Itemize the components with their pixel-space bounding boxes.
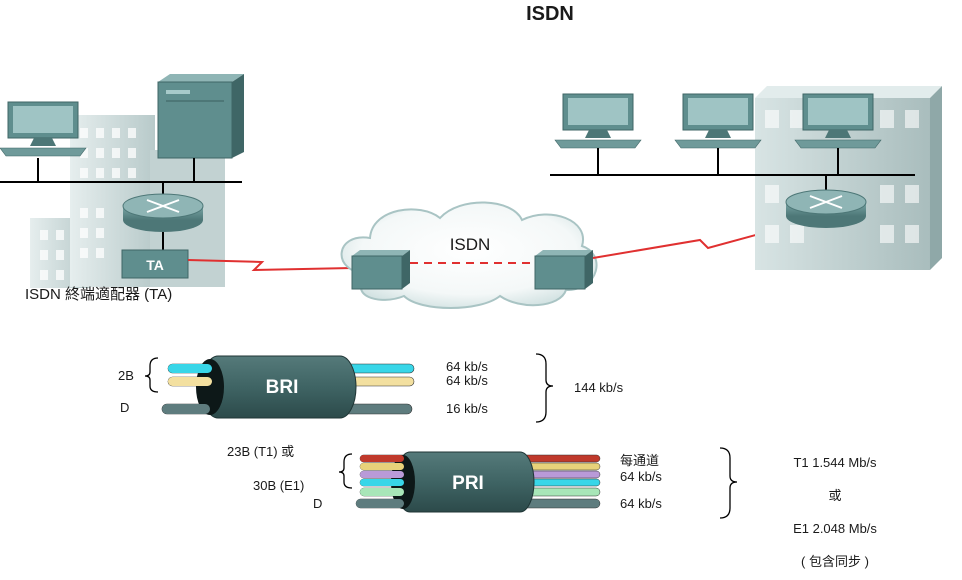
ta-caption: ISDN 終端適配器 (TA): [25, 285, 172, 303]
bri-cable-label: BRI: [266, 377, 299, 398]
pri-group-label-t1: 23B (T1) 或: [227, 444, 294, 459]
ta-device: TA: [121, 249, 189, 279]
bri-rate-d: 16 kb/s: [446, 401, 488, 416]
pri-group-label-e1: 30B (E1): [253, 478, 304, 493]
pri-wire-d-stub: [356, 499, 404, 508]
bri-wire-b1-stub: [168, 364, 212, 373]
pri-group-bracket: [338, 453, 353, 489]
pri-rate-d: 64 kb/s: [620, 496, 662, 511]
bri-rate-b2: 64 kb/s: [446, 373, 488, 388]
bri-total-bracket: [535, 353, 554, 423]
bri-group-label: 2B: [118, 368, 134, 383]
bri-d-label: D: [120, 400, 129, 415]
right-pc-3: [794, 93, 882, 149]
cloud-label: ISDN: [450, 235, 491, 254]
pri-or-label: 或: [828, 488, 841, 503]
left-pc: [0, 101, 87, 157]
left-server: [157, 74, 244, 159]
pri-d-label: D: [313, 496, 322, 511]
left-site: TA ISDN 終端適配器 (TA): [0, 74, 244, 303]
pri-rate-per-channel: 每通道: [620, 453, 659, 468]
right-site: [550, 86, 942, 270]
pri-rate-b: 64 kb/s: [620, 469, 662, 484]
left-router: [122, 193, 204, 232]
diagram-title: ISDN: [526, 3, 574, 25]
pri-wire-3-stub: [360, 471, 404, 478]
wan-link-right: [592, 226, 786, 259]
right-pc-1: [554, 93, 642, 149]
right-router: [785, 189, 867, 228]
bri-rate-b1: 64 kb/s: [446, 359, 488, 374]
pri-wire-5-stub: [360, 488, 404, 496]
bri-total-rate: 144 kb/s: [574, 380, 624, 395]
pri-cable: PRI: [355, 451, 601, 513]
bri-cable: BRI: [161, 355, 415, 419]
wan-link-left: [187, 259, 353, 272]
right-pc-2: [674, 93, 762, 149]
pri-wire-4-stub: [360, 479, 404, 486]
pri-total-t1: T1 1.544 Mb/s: [793, 455, 877, 470]
isdn-cloud: ISDN: [340, 201, 598, 309]
bri-wire-b2-stub: [168, 377, 212, 386]
isdn-switch-left: [351, 250, 410, 290]
pri-total-bracket: [719, 447, 738, 519]
isdn-switch-right: [534, 250, 593, 290]
ta-box-label: TA: [146, 257, 164, 273]
pri-sync-note: ( 包含同步 ): [801, 554, 869, 569]
pri-total-e1: E1 2.048 Mb/s: [793, 521, 877, 536]
bri-wire-d-stub: [162, 404, 210, 414]
pri-wire-2-stub: [360, 463, 404, 470]
pri-cable-label: PRI: [452, 473, 484, 494]
bri-group-bracket: [144, 357, 159, 393]
pri-wire-1-stub: [360, 455, 404, 462]
